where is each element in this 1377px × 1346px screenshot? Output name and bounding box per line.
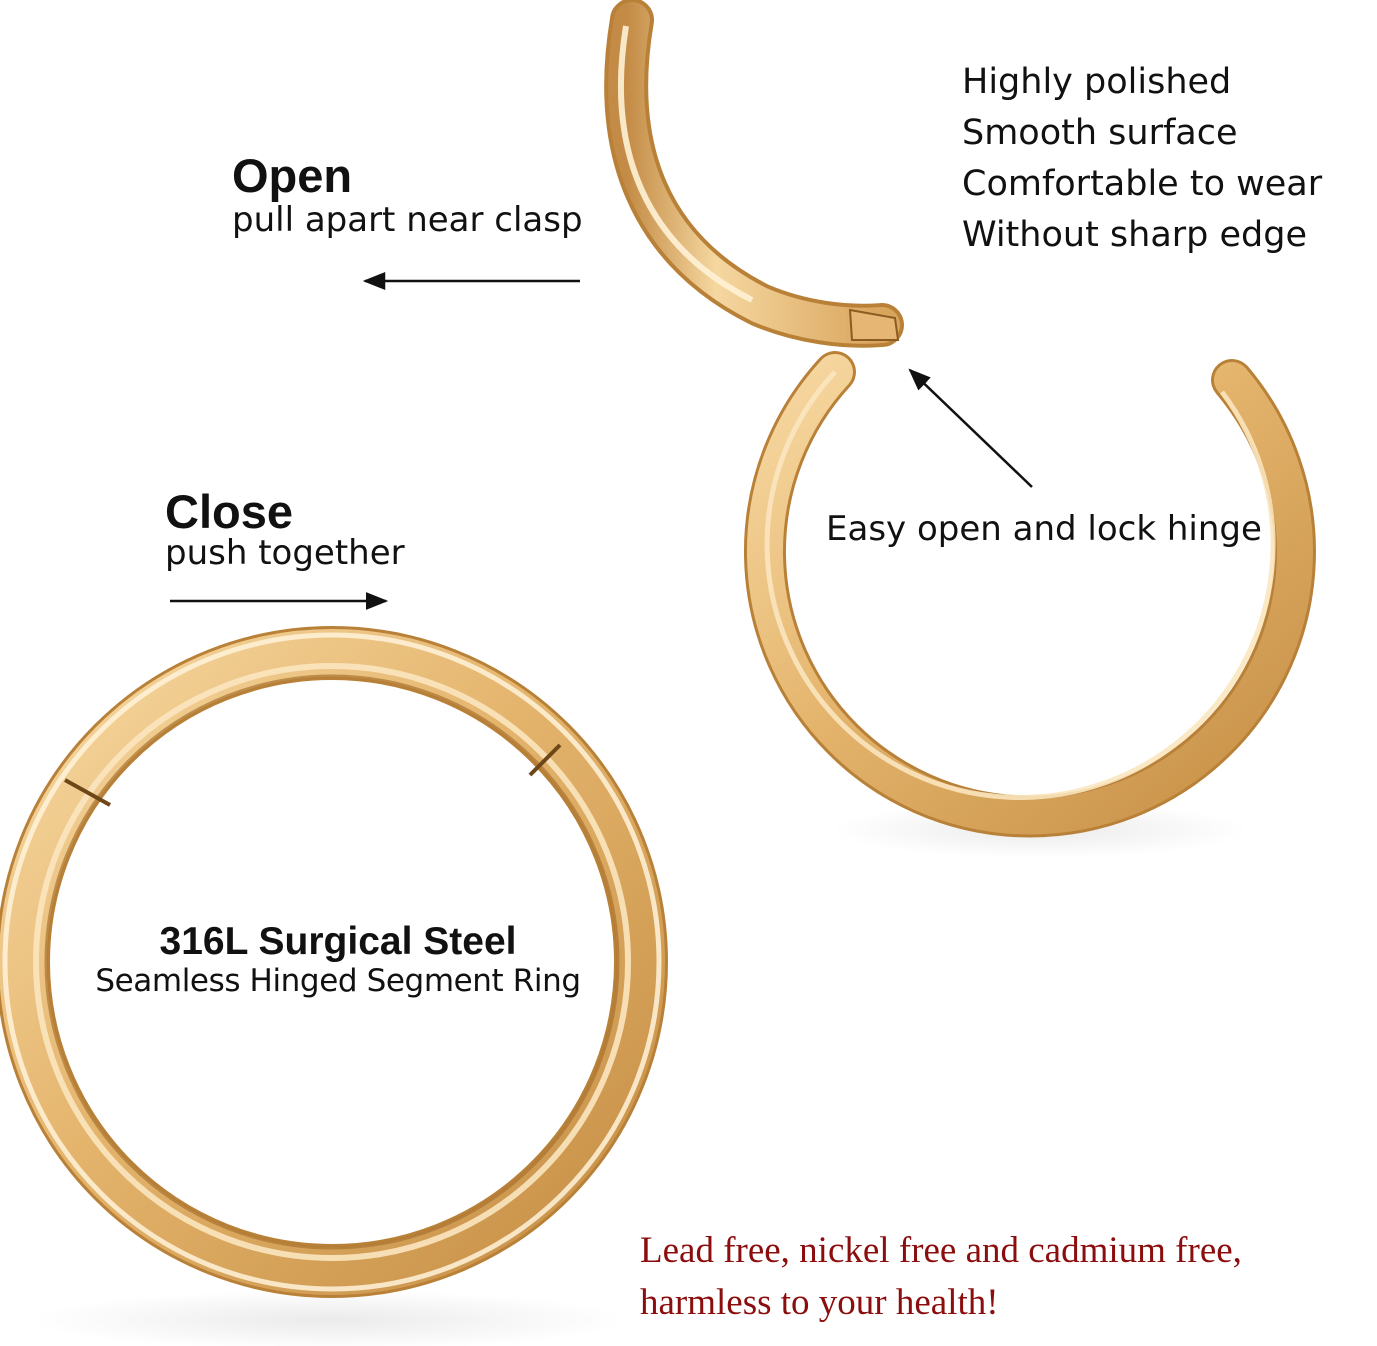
segment-seam	[64, 778, 111, 807]
material-title: 316L Surgical Steel	[159, 920, 517, 963]
feature-list: Highly polished Smooth surface Comfortab…	[962, 57, 1322, 261]
open-title: Open	[232, 149, 353, 202]
hinge-pointer-arrow	[908, 368, 1033, 488]
feature-item: Highly polished	[962, 62, 1232, 102]
closed-ring	[0, 626, 668, 1298]
open-subtitle: pull apart near clasp	[232, 200, 583, 240]
open-ring	[604, 0, 1316, 838]
feature-item: Without sharp edge	[962, 215, 1308, 255]
safety-note: Lead free, nickel free and cadmium free,…	[640, 1225, 1242, 1329]
material-subtitle: Seamless Hinged Segment Ring	[95, 963, 581, 999]
feature-item: Smooth surface	[962, 113, 1238, 153]
close-subtitle: push together	[165, 533, 405, 573]
close-title: Close	[165, 485, 293, 538]
safety-line: Lead free, nickel free and cadmium free,	[640, 1230, 1242, 1271]
feature-item: Comfortable to wear	[962, 164, 1323, 204]
ring-shadow	[30, 1290, 630, 1346]
safety-line: harmless to your health!	[640, 1282, 999, 1323]
hinge-label: Easy open and lock hinge	[826, 509, 1262, 549]
segment-seam	[528, 743, 562, 777]
